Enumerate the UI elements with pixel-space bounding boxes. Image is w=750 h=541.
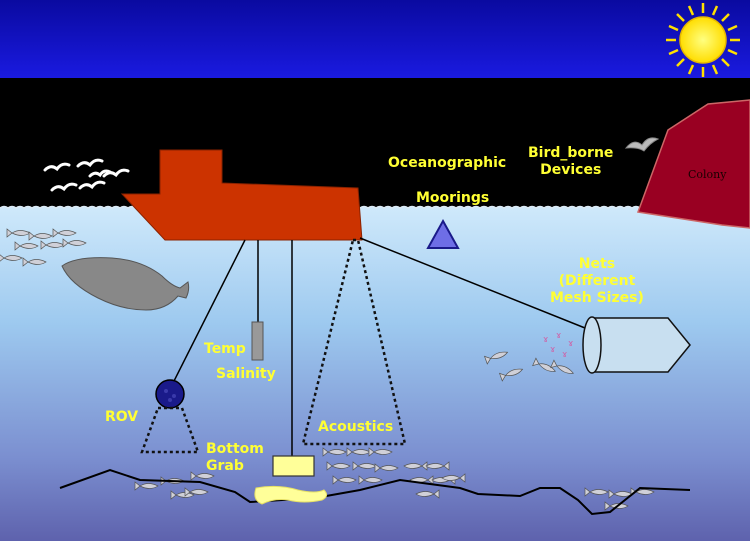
label-colony: Colony [688,168,727,181]
fish-icon [322,447,347,457]
fish-icon [584,487,609,497]
gull-icon [50,182,78,192]
ctd-probe [251,321,264,361]
sky-band [0,0,750,78]
fish-icon [326,461,351,471]
gull-icon [624,137,660,152]
benthos-patch [254,485,328,505]
fish-icon [332,475,357,485]
label-moorings: Moorings [416,190,490,206]
fish-icon [425,461,450,471]
net-icon [582,316,691,374]
sea-floor [59,468,691,516]
label-bird-borne-line1: Bird_borne [528,145,614,161]
label-nets: Nets (Different Mesh Sizes) [550,256,644,307]
fish-icon [184,487,209,497]
label-bottom-line1: Bottom [206,441,264,457]
bottom-grab-icon [272,455,315,477]
mooring-buoy-icon [426,218,460,249]
fish-schools [0,228,655,511]
label-bird-borne-devices: Bird_borne Devices [528,145,613,179]
svg-text:ɤ: ɤ [556,331,561,341]
fish-icon [28,231,53,241]
fish-icon [532,357,556,372]
gull-icon [78,180,106,190]
fish-icon [368,447,393,457]
svg-text:ɤ: ɤ [543,335,548,345]
instrument-cables [172,237,591,456]
gull-icon [88,169,112,178]
gull-icon [43,162,71,172]
label-acoustics: Acoustics [318,419,394,435]
night-sky [0,78,750,210]
fish-icon [22,257,47,267]
fish-icon [483,351,509,365]
fish-icon [550,359,574,374]
gull-icon [102,168,130,178]
fish-icon [415,489,440,499]
fish-icon [441,473,466,483]
fish-icon [498,368,524,382]
fish-icon [62,238,87,248]
fish-icon [52,228,77,238]
svg-text:ɤ: ɤ [550,345,555,355]
label-nets-line2: (Different [558,273,636,289]
label-bottom-grab: Bottom Grab [206,441,264,475]
sun-icon [666,3,740,77]
svg-text:ɤ: ɤ [562,350,567,360]
label-oceanographic: Oceanographic [388,155,507,171]
fish-icon [14,241,39,251]
fish-icon [358,475,383,485]
label-bird-borne-line2: Devices [540,162,602,178]
fish-icon [374,463,399,473]
fish-icon [134,481,159,491]
label-salinity: Salinity [216,366,276,382]
label-temp: Temp [204,341,246,357]
gull-flock [43,158,130,192]
rov-icon [155,379,185,409]
acoustics-beam [301,238,407,446]
gull-icon [76,158,104,168]
label-nets-line1: Nets [578,256,616,272]
svg-text:ɤ: ɤ [568,339,573,349]
label-rov: ROV [105,409,139,425]
label-nets-line3: Mesh Sizes) [550,290,644,306]
label-bottom-line2: Grab [206,458,244,474]
whale-icon [61,257,190,311]
colony-cliff [636,99,750,229]
ship-icon [120,149,363,241]
fish-icon [190,471,215,481]
fish-icon [0,254,23,262]
